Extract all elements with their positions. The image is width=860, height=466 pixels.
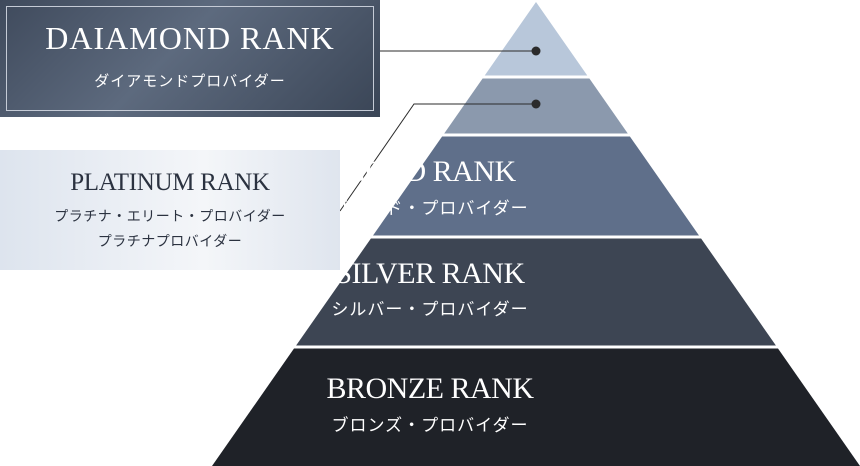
- gold-tier-title: GOLD RANK: [344, 155, 516, 188]
- platinum-rank-subtitle-2: プラチナプロバイダー: [97, 234, 243, 250]
- platinum-rank-label: PLATINUM RANK プラチナ・エリート・プロバイダー プラチナプロバイダ…: [0, 150, 340, 270]
- bronze-tier-subtitle: ブロンズ・プロバイダー: [331, 416, 529, 436]
- bronze-tier: [212, 348, 860, 466]
- silver-tier: [296, 238, 776, 346]
- platinum-connector-dot: [531, 99, 541, 109]
- diamond-connector-dot: [531, 46, 541, 56]
- diamond-rank-title: DAIAMOND RANK: [45, 20, 335, 56]
- gold-tier-subtitle: ゴールド・プロバイダー: [331, 199, 529, 219]
- diamond-rank-label-frame: [6, 6, 374, 111]
- platinum-rank-subtitle-1: プラチナ・エリート・プロバイダー: [54, 209, 286, 225]
- diamond-rank-subtitle: ダイアモンドプロバイダー: [94, 72, 286, 90]
- gold-tier: [373, 136, 699, 236]
- silver-tier-title: SILVER RANK: [335, 257, 525, 290]
- diamond-tier: [484, 2, 588, 76]
- silver-tier-subtitle: シルバー・プロバイダー: [331, 300, 529, 320]
- platinum-connector-line: [339, 103, 536, 212]
- diamond-rank-label: DAIAMOND RANK ダイアモンドプロバイダー: [0, 0, 380, 117]
- platinum-rank-title: PLATINUM RANK: [70, 169, 270, 196]
- bronze-tier-title: BRONZE RANK: [326, 372, 534, 405]
